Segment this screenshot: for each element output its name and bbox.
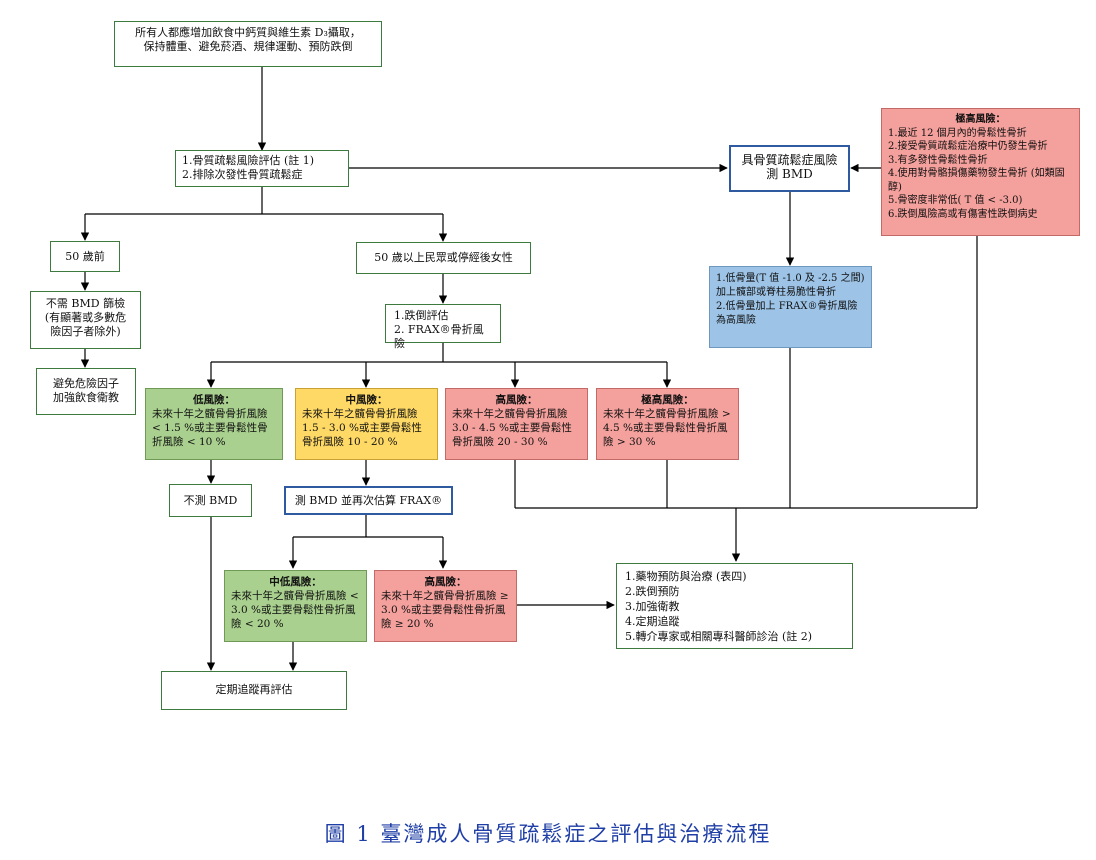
box-risk-assessment-line-2: 2.排除次發性骨質疏鬆症 xyxy=(182,168,303,181)
box-mid-risk-title: 中風險： xyxy=(345,394,388,406)
box-low-bone-mass-line-2: 2.低骨量加上 FRAX®骨折風險為高風險 xyxy=(716,301,858,326)
box-fall-frax-line-2: 2. FRAX®骨折風險 xyxy=(394,323,484,350)
box-bmd-risk-line-1: 具骨質疏鬆症風險 xyxy=(741,153,838,167)
box-bmd-frax-reestimate: 測 BMD 並再次估算 FRAX® xyxy=(284,486,453,515)
box-no-bmd-test: 不測 BMD xyxy=(169,484,252,517)
box-low-bone-mass: 1.低骨量(T 值 -1.0 及 -2.5 之間) 加上髖部或脊柱易脆性骨折 2… xyxy=(709,266,872,348)
criteria-item-2: 2.接受骨質疏鬆症治療中仍發生骨折 xyxy=(888,141,1048,152)
box-followup-text: 定期追蹤再評估 xyxy=(215,683,293,696)
box-low-risk-title: 低風險： xyxy=(193,394,235,406)
box-mid-low-risk-text: 未來十年之髖骨骨折風險 < 3.0 %或主要骨鬆性骨折風險 < 20 % xyxy=(231,590,359,630)
box-very-high-risk-title: 極高風險： xyxy=(641,394,694,406)
box-no-bmd-test-text: 不測 BMD xyxy=(183,494,238,507)
box-mid-risk: 中風險： 未來十年之髖骨骨折風險 1.5 - 3.0 %或主要骨鬆性骨折風險 1… xyxy=(295,388,438,460)
box-fall-frax-line-1: 1.跌倒評估 xyxy=(394,309,449,322)
box-very-high-risk-criteria-title: 極高風險： xyxy=(955,114,1006,125)
box-over-50-text: 50 歲以上民眾或停經後女性 xyxy=(374,251,513,264)
box-general-advice-line-1: 所有人都應增加飲食中鈣質與維生素 D₃攝取， xyxy=(135,26,361,39)
box-avoid-risk-factors-line-2: 加強飲食衛教 xyxy=(53,391,119,404)
criteria-item-1: 1.最近 12 個月內的骨鬆性骨折 xyxy=(888,127,1027,139)
box-risk-assessment-line-1: 1.骨質疏鬆風險評估 (註 1) xyxy=(182,154,315,167)
box-bmd-risk: 具骨質疏鬆症風險 測 BMD xyxy=(729,145,850,192)
box-high-risk-text: 未來十年之髖骨骨折風險 3.0 - 4.5 %或主要骨鬆性骨折風險 20 - 3… xyxy=(452,408,572,448)
box-high-risk-title: 高風險： xyxy=(495,394,538,406)
box-under-50: 50 歲前 xyxy=(50,241,120,272)
box-mid-low-risk-title: 中低風險： xyxy=(269,576,322,588)
box-low-risk: 低風險： 未來十年之髖骨骨折風險 < 1.5 %或主要骨鬆性骨折風險 < 10 … xyxy=(145,388,283,460)
treatment-item-3: 3.加強衛教 xyxy=(625,600,680,613)
criteria-item-6: 6.跌倒風險高或有傷害性跌倒病史 xyxy=(888,208,1038,220)
box-avoid-risk-factors-line-1: 避免危險因子 xyxy=(53,377,119,390)
treatment-item-2: 2.跌倒預防 xyxy=(625,585,680,598)
box-no-bmd-screening-line-3: 險因子者除外) xyxy=(50,325,121,338)
box-high-risk: 高風險： 未來十年之髖骨骨折風險 3.0 - 4.5 %或主要骨鬆性骨折風險 2… xyxy=(445,388,588,460)
box-bmd-frax-reestimate-text: 測 BMD 並再次估算 FRAX® xyxy=(294,494,443,507)
box-avoid-risk-factors: 避免危險因子 加強飲食衛教 xyxy=(36,368,136,415)
criteria-item-5: 5.骨密度非常低( T 值 < -3.0) xyxy=(888,195,1023,206)
box-mid-risk-text: 未來十年之髖骨骨折風險 1.5 - 3.0 %或主要骨鬆性骨折風險 10 - 2… xyxy=(302,408,422,448)
treatment-item-4: 4.定期追蹤 xyxy=(625,615,680,628)
figure-caption: 圖 1 臺灣成人骨質疏鬆症之評估與治療流程 xyxy=(324,822,772,846)
box-general-advice: 所有人都應增加飲食中鈣質與維生素 D₃攝取， 保持體重、避免菸酒、規律運動、預防… xyxy=(114,21,382,67)
box-mid-low-risk: 中低風險： 未來十年之髖骨骨折風險 < 3.0 %或主要骨鬆性骨折風險 < 20… xyxy=(224,570,367,642)
box-low-bone-mass-line-1: 1.低骨量(T 值 -1.0 及 -2.5 之間) 加上髖部或脊柱易脆性骨折 xyxy=(716,273,865,298)
box-high-risk-2: 高風險： 未來十年之髖骨骨折風險 ≥ 3.0 %或主要骨鬆性骨折風險 ≥ 20 … xyxy=(374,570,517,642)
criteria-item-3: 3.有多發性骨鬆性骨折 xyxy=(888,154,988,166)
box-over-50: 50 歲以上民眾或停經後女性 xyxy=(356,242,531,274)
box-risk-assessment: 1.骨質疏鬆風險評估 (註 1) 2.排除次發性骨質疏鬆症 xyxy=(175,150,349,187)
box-general-advice-line-2: 保持體重、避免菸酒、規律運動、預防跌倒 xyxy=(143,40,353,53)
treatment-item-5: 5.轉介專家或相關專科醫師診治 (註 2) xyxy=(625,630,813,643)
box-no-bmd-screening: 不需 BMD 篩檢 (有顯著或多數危 險因子者除外) xyxy=(30,291,141,349)
box-high-risk-2-text: 未來十年之髖骨骨折風險 ≥ 3.0 %或主要骨鬆性骨折風險 ≥ 20 % xyxy=(381,590,509,630)
box-very-high-risk-text: 未來十年之髖骨骨折風險 > 4.5 %或主要骨鬆性骨折風險 > 30 % xyxy=(603,408,731,448)
criteria-item-4: 4.使用對骨骼損傷藥物發生骨折 (如類固醇) xyxy=(888,168,1065,193)
box-no-bmd-screening-line-2: (有顯著或多數危 xyxy=(44,311,127,324)
box-low-risk-text: 未來十年之髖骨骨折風險 < 1.5 %或主要骨鬆性骨折風險 < 10 % xyxy=(152,408,268,448)
box-high-risk-2-title: 高風險： xyxy=(424,576,467,588)
box-very-high-risk: 極高風險： 未來十年之髖骨骨折風險 > 4.5 %或主要骨鬆性骨折風險 > 30… xyxy=(596,388,739,460)
box-bmd-risk-line-2: 測 BMD xyxy=(766,167,813,181)
treatment-item-1: 1.藥物預防與治療 (表四) xyxy=(625,570,747,583)
box-fall-frax: 1.跌倒評估 2. FRAX®骨折風險 xyxy=(385,304,501,350)
box-under-50-text: 50 歲前 xyxy=(65,250,105,263)
box-very-high-risk-criteria: 極高風險： 1.最近 12 個月內的骨鬆性骨折 2.接受骨質疏鬆症治療中仍發生骨… xyxy=(881,108,1080,236)
box-no-bmd-screening-line-1: 不需 BMD 篩檢 xyxy=(45,297,126,310)
box-treatment: 1.藥物預防與治療 (表四) 2.跌倒預防 3.加強衛教 4.定期追蹤 5.轉介… xyxy=(616,563,853,649)
box-followup: 定期追蹤再評估 xyxy=(161,671,347,710)
